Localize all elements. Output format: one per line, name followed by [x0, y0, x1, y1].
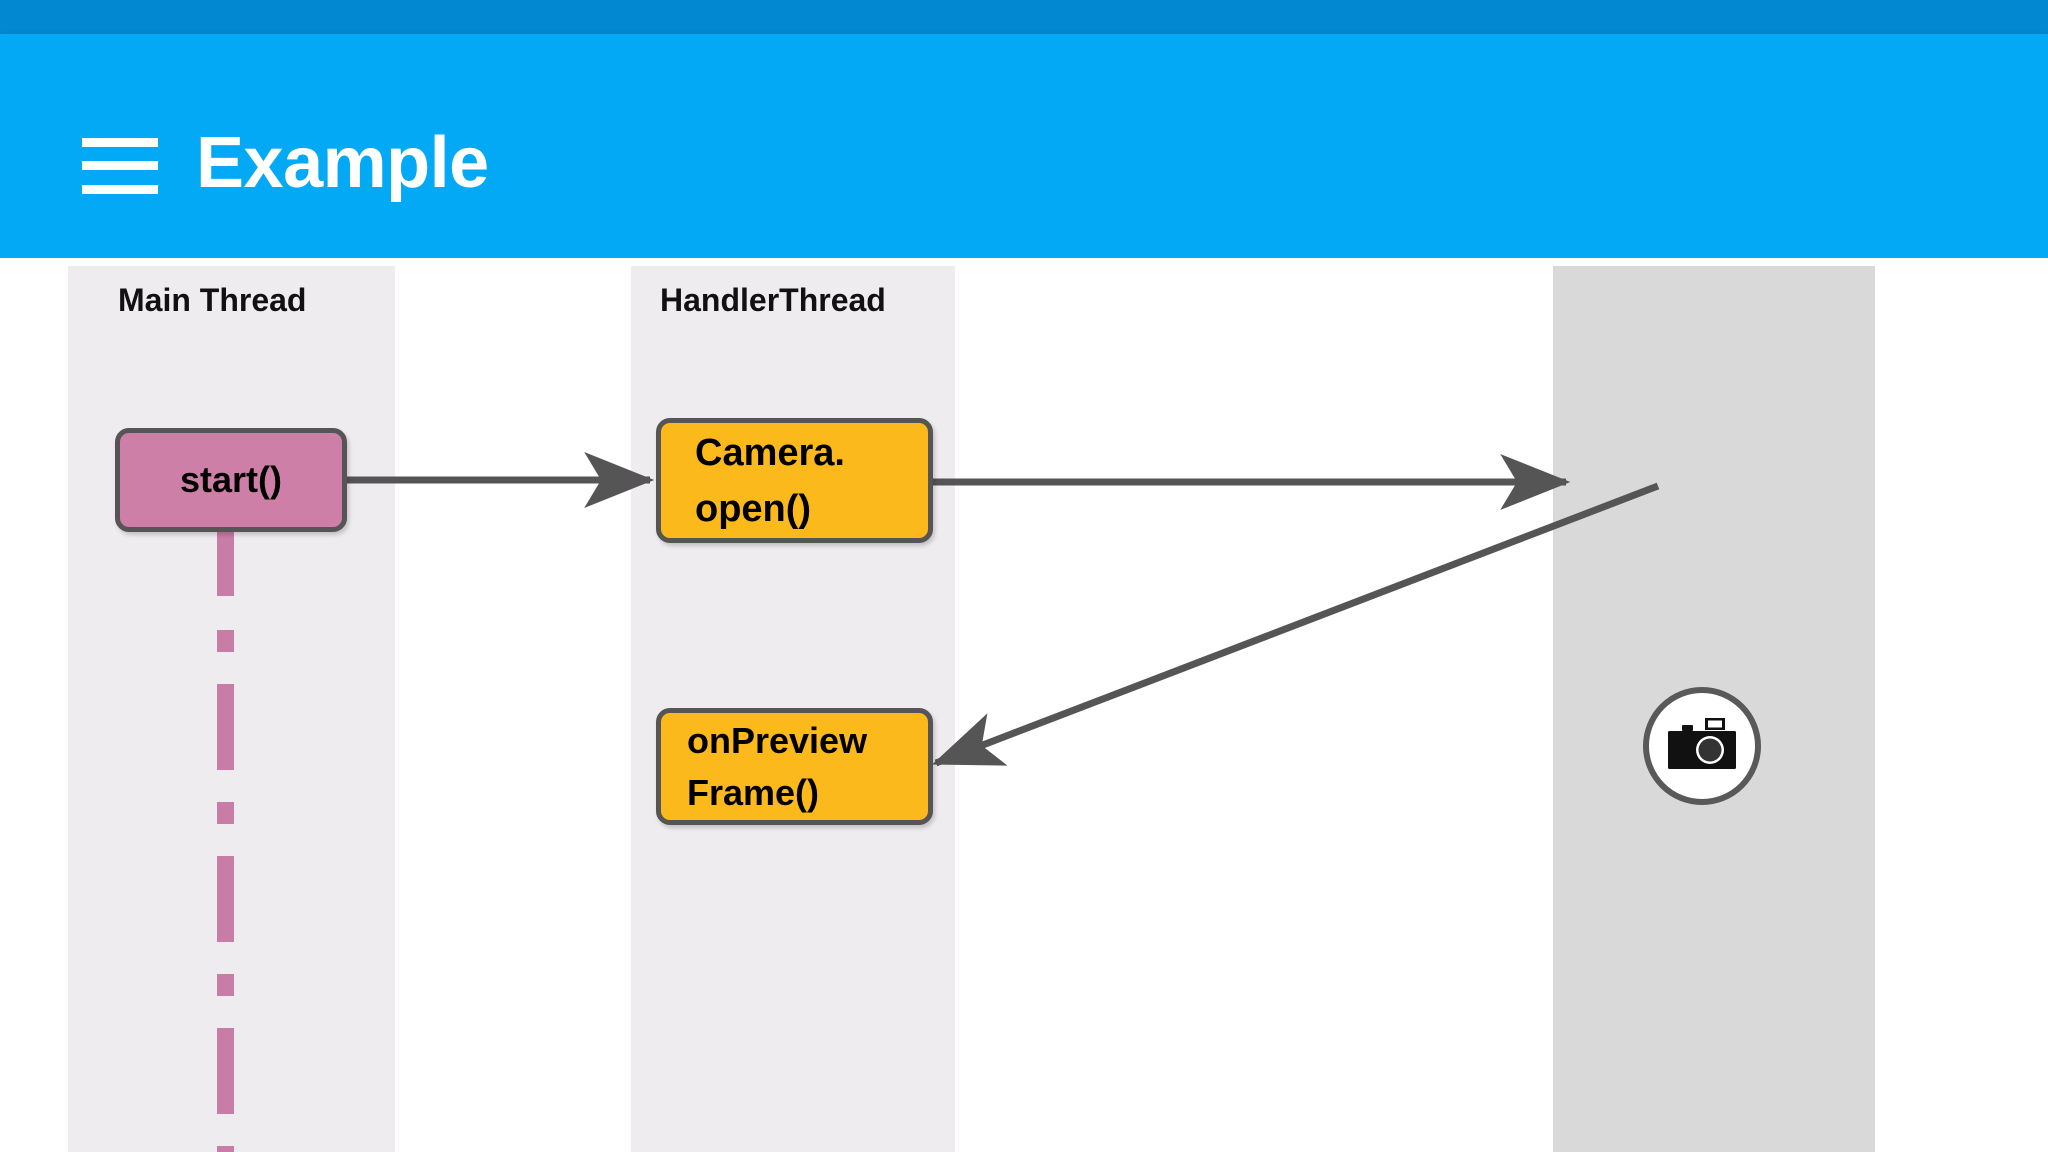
node-on-preview-frame-line-2: Frame() — [687, 771, 820, 813]
menu-bar-1 — [82, 138, 158, 147]
node-start-line-1: start() — [179, 459, 282, 500]
lifeline-dot — [217, 802, 234, 824]
lifeline-dash — [217, 1028, 234, 1114]
node-camera-open[interactable]: Camera. open() — [656, 418, 933, 543]
lane-label-main-thread: Main Thread — [118, 282, 307, 318]
menu-bar-2 — [82, 161, 158, 170]
node-start[interactable]: start() — [115, 428, 347, 532]
camera-icon — [1668, 718, 1736, 769]
lifeline-dash — [217, 532, 234, 596]
node-camera-open-line-1: Camera. — [695, 431, 845, 474]
camera-device-actor[interactable] — [1643, 687, 1761, 805]
node-on-preview-frame[interactable]: onPreview Frame() — [656, 708, 933, 825]
menu-bar-3 — [82, 185, 158, 194]
lifeline-dash — [217, 856, 234, 942]
sequence-diagram-canvas: Main Thread HandlerThread — [0, 258, 2048, 1152]
app-title: Example — [196, 123, 489, 203]
lifeline-dot — [217, 1146, 234, 1152]
lifeline-dash — [217, 684, 234, 770]
lifeline-dot — [217, 630, 234, 652]
hamburger-menu-icon[interactable] — [82, 138, 158, 194]
lifeline-dot — [217, 974, 234, 996]
main-thread-lifeline — [217, 532, 234, 1152]
edge-device-to-on-preview-frame — [932, 482, 1660, 767]
node-camera-open-line-2: open() — [695, 487, 812, 530]
status-bar — [0, 0, 2048, 34]
node-on-preview-frame-line-1: onPreview — [687, 719, 868, 761]
lane-label-handler-thread: HandlerThread — [660, 282, 886, 318]
app-bar: Example — [0, 34, 2048, 258]
